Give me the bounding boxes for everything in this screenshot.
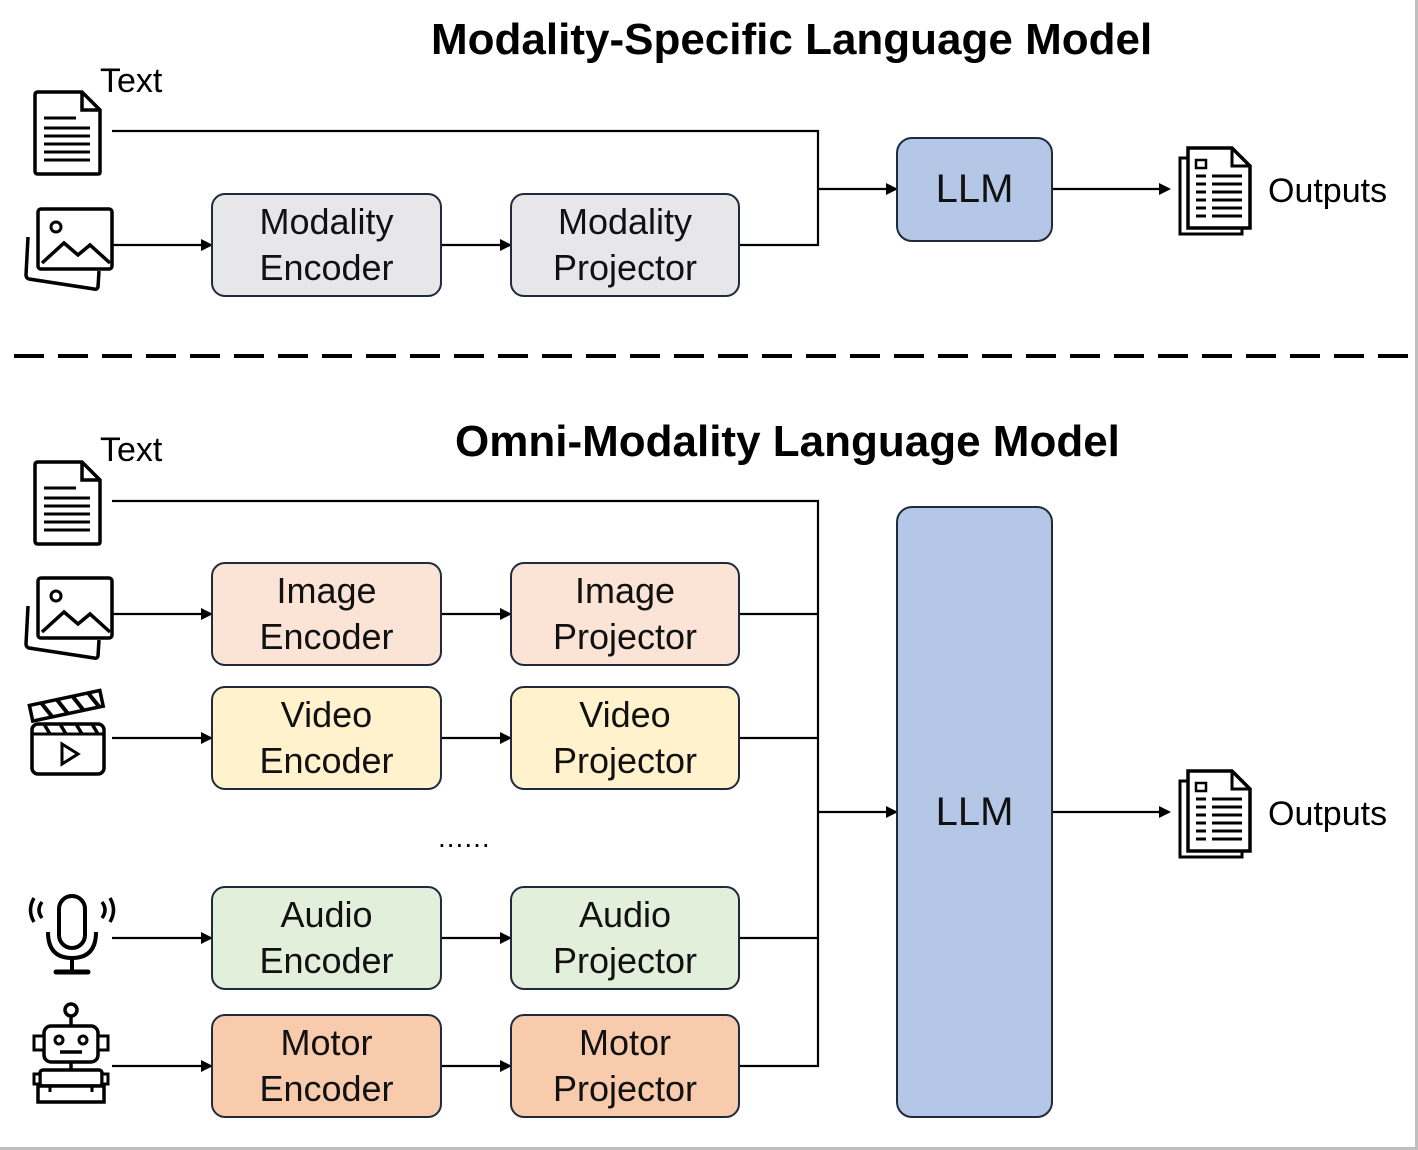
video-clapper-icon [27,688,106,776]
top-title: Modality-Specific Language Model [431,15,1153,64]
top-outputs-label: Outputs [1268,172,1388,210]
box-line: Audio [578,894,672,935]
box-line: Video [579,694,671,735]
bottom-text-line [112,499,820,1068]
document-icon [33,90,102,176]
top-llm-box: LLM [896,137,1053,242]
box-line: Modality [557,201,693,242]
audio-projector-box: Audio Projector [510,886,740,990]
video-projector-box: Video Projector [510,686,740,790]
image-encoder-box: Image Encoder [211,562,442,666]
box-line: Projector [552,940,698,981]
box-line: Projector [552,740,698,781]
box-line: Projector [552,1068,698,1109]
box-line: Encoder [259,616,394,657]
top-text-label: Text [100,62,163,100]
box-line: Motor [578,1022,672,1063]
bottom-title: Omni-Modality Language Model [455,417,1120,466]
box-line: Projector [552,247,698,288]
box-line: Video [280,694,373,735]
box-line: Modality [259,201,394,242]
microphone-icon [28,894,116,975]
image-icon [24,207,114,291]
box-line: Image [574,570,676,611]
outputs-document-icon [1178,769,1252,859]
modality-encoder-box: Modality Encoder [211,193,442,297]
box-line: Encoder [259,247,394,288]
box-line: Projector [552,616,698,657]
box-line: Image [276,570,377,611]
box-line: Encoder [259,740,394,781]
box-line: Audio [280,894,373,935]
bottom-llm-box: LLM [896,506,1053,1118]
frame-edge-bottom [0,1147,1418,1150]
frame-edge-right [1415,0,1418,1150]
bottom-outputs-label: Outputs [1268,795,1388,833]
motor-encoder-box: Motor Encoder [211,1014,442,1118]
image-icon [24,576,114,660]
document-icon [33,460,102,546]
audio-encoder-box: Audio Encoder [211,886,442,990]
image-projector-box: Image Projector [510,562,740,666]
motor-projector-box: Motor Projector [510,1014,740,1118]
robot-icon [32,1002,110,1104]
modality-projector-box: Modality Projector [510,193,740,297]
more-modalities-ellipsis: ...... [438,822,491,853]
video-encoder-box: Video Encoder [211,686,442,790]
box-line: Motor [280,1022,373,1063]
box-line: Encoder [259,1068,394,1109]
outputs-document-icon [1178,146,1252,236]
bottom-text-label: Text [100,431,163,469]
box-line: Encoder [259,940,394,981]
